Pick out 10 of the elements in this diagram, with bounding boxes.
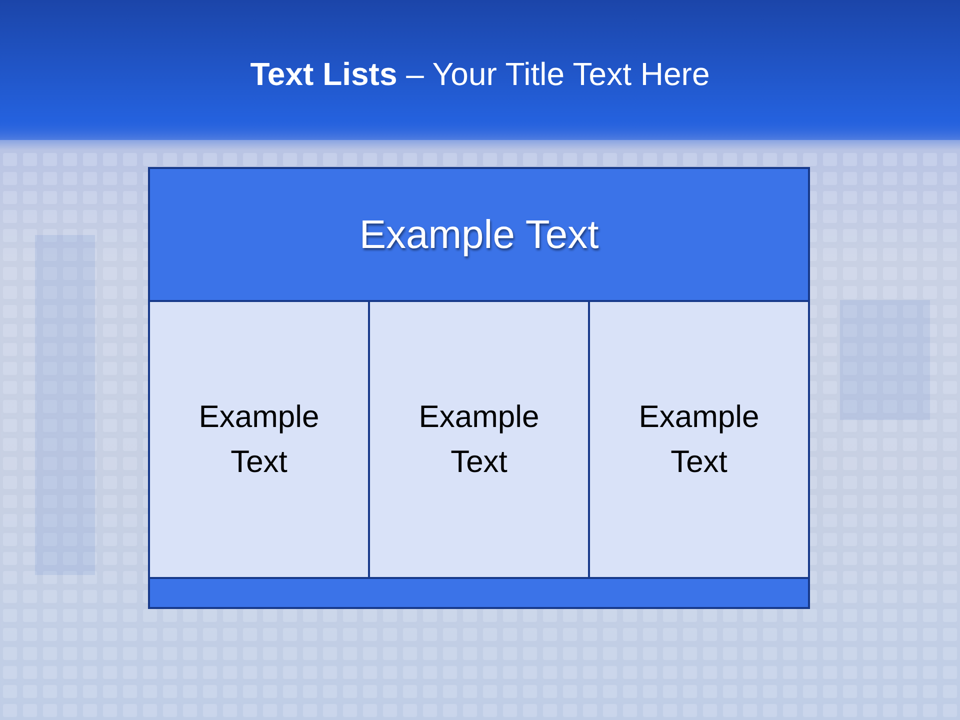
box-text: Example Text: [198, 398, 320, 480]
header-text: Example Text: [359, 212, 599, 258]
footer-bar: [148, 577, 810, 609]
content-box: [368, 300, 590, 579]
slide-title: Text Lists – Your Title Text Here: [250, 55, 710, 94]
box-text: Example Text: [638, 398, 760, 480]
box-text: Example Text: [418, 398, 540, 480]
content-box: [588, 300, 810, 579]
header-box: [148, 167, 810, 302]
content-box: [148, 300, 370, 579]
